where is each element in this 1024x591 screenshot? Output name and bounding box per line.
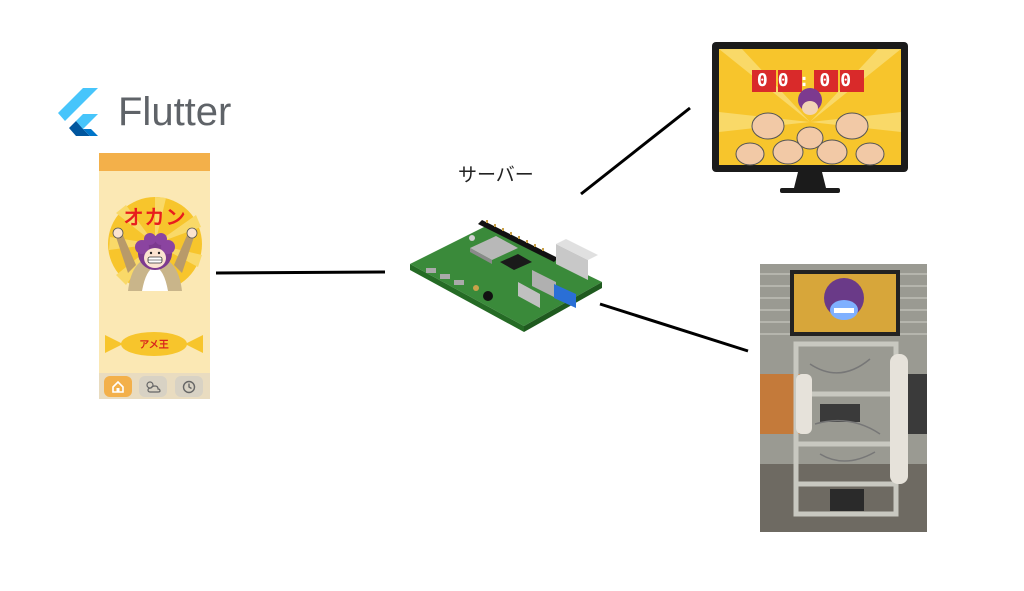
line-server-to-monitor [580, 106, 691, 196]
weather-icon [146, 380, 161, 393]
clock-icon [182, 380, 196, 393]
flutter-label: Flutter [118, 90, 232, 134]
nav-home-button[interactable] [104, 376, 132, 397]
raspberry-pi-board-icon [410, 220, 602, 332]
line-phone-to-server [215, 270, 386, 275]
line-server-to-robot [599, 302, 749, 353]
monitor-timer-text: 00:00 [756, 70, 862, 91]
phone-app-header [99, 153, 210, 171]
candy-icon[interactable] [105, 331, 203, 357]
home-icon [112, 380, 124, 393]
bottom-nav-bar [99, 373, 210, 399]
nav-history-button[interactable] [175, 376, 203, 397]
nav-weather-button[interactable] [139, 376, 167, 397]
okan-character-icon [108, 197, 202, 291]
app-title: オカン [123, 205, 187, 229]
candy-label: アメ王 [139, 340, 169, 351]
robot-photo [760, 264, 927, 532]
phone-app-screen: オカン アメ王 [99, 153, 210, 399]
server-label: サーバー [458, 164, 534, 186]
flutter-logo-icon [58, 88, 98, 136]
robot-photo-illustration [760, 264, 927, 532]
monitor-icon [712, 42, 908, 193]
